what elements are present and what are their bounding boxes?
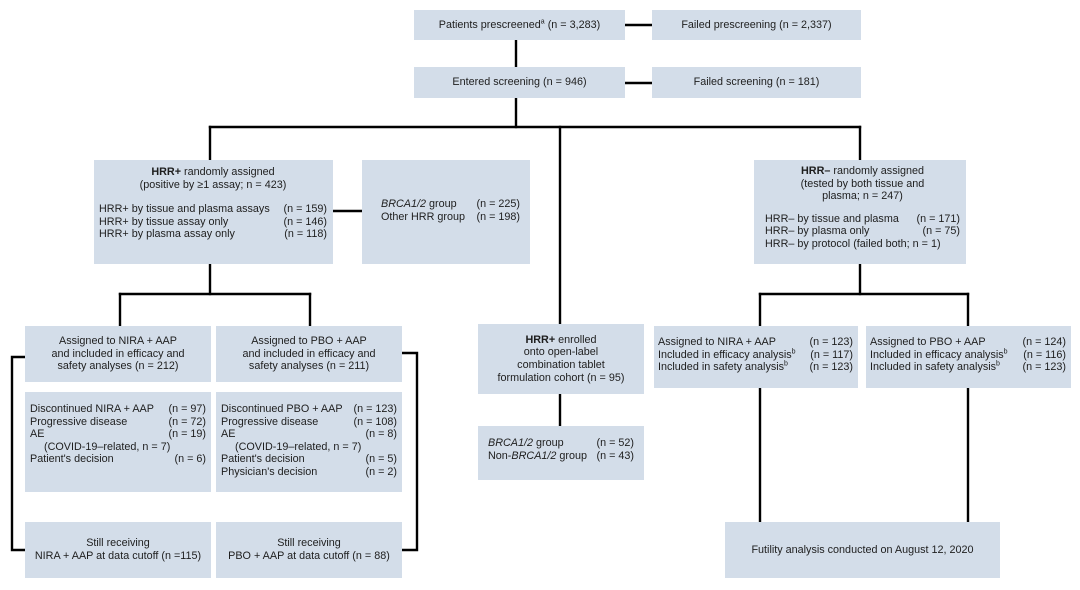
cohort-groups-row: Non-BRCA1/2 group(n = 43) xyxy=(488,449,634,462)
discontinued-pbo-row: (COVID-19–related, n = 7) xyxy=(235,440,362,453)
hrr-positive-row: HRR+ by tissue assay only(n = 146) xyxy=(99,215,327,228)
still-receiving-pbo-line: PBO + AAP at data cutoff (n = 88) xyxy=(228,550,390,562)
cohort-line: formulation cohort (n = 95) xyxy=(497,371,625,384)
cohort-groups-box: BRCA1/2 group(n = 52) Non-BRCA1/2 group(… xyxy=(478,426,644,480)
prescreened-box: Patients prescreeneda (n = 3,283) xyxy=(414,10,625,40)
hrr-negative-line3: plasma; n = 247) xyxy=(822,190,903,203)
hrr-negative-row: HRR– by plasma only(n = 75) xyxy=(765,225,960,238)
pbo-aap-line: and included in efficacy and xyxy=(242,347,376,360)
negative-nira-row: Assigned to NIRA + AAP(n = 123) xyxy=(658,336,853,348)
discontinued-nira-box: Discontinued NIRA + AAP(n = 97) Progress… xyxy=(25,392,211,492)
futility-analysis-box: Futility analysis conducted on August 12… xyxy=(725,522,1000,578)
discontinued-pbo-row: Discontinued PBO + AAP(n = 123) xyxy=(221,403,397,415)
still-receiving-nira-box: Still receiving NIRA + AAP at data cutof… xyxy=(25,522,211,578)
still-receiving-nira-line: NIRA + AAP at data cutoff (n =115) xyxy=(34,550,202,562)
connector-pbo-bracket xyxy=(400,351,419,552)
hrr-positive-box: HRR+ randomly assigned (positive by ≥1 a… xyxy=(94,160,333,264)
still-receiving-pbo-line: Still receiving xyxy=(277,537,341,550)
negative-nira-row: Included in safety analysisb(n = 123) xyxy=(658,360,853,374)
negative-pbo-row: Included in safety analysisb(n = 123) xyxy=(870,360,1066,374)
discontinued-nira-row: (COVID-19–related, n = 7) xyxy=(44,440,171,453)
prescreened-label: Patients prescreened xyxy=(438,18,541,31)
futility-analysis-text: Futility analysis conducted on August 12… xyxy=(751,543,974,556)
negative-pbo-box: Assigned to PBO + AAP(n = 124) Included … xyxy=(866,326,1071,388)
cohort-line: combination tablet xyxy=(517,359,605,371)
cohort-title-rest: enrolled xyxy=(555,333,597,346)
negative-pbo-row: Assigned to PBO + AAP(n = 124) xyxy=(870,336,1066,348)
discontinued-nira-row: AE(n = 19) xyxy=(30,428,206,441)
still-receiving-nira-line: Still receiving xyxy=(86,537,150,550)
discontinued-pbo-row: Physician's decision(n = 2) xyxy=(221,465,397,478)
failed-prescreening-box: Failed prescreening (n = 2,337) xyxy=(652,10,861,40)
discontinued-pbo-row: AE(n = 8) xyxy=(221,428,397,441)
entered-screening-box: Entered screening (n = 946) xyxy=(414,67,625,98)
hrr-positive-subtitle: (positive by ≥1 assay; n = 423) xyxy=(139,178,287,191)
hrr-positive-row: HRR+ by tissue and plasma assays(n = 159… xyxy=(99,203,327,216)
hrr-negative-row: HRR– by protocol (failed both; n = 1) xyxy=(765,237,941,250)
hrr-negative-title-rest: randomly assigned xyxy=(830,165,925,177)
discontinued-pbo-box: Discontinued PBO + AAP(n = 123) Progress… xyxy=(216,392,402,492)
failed-screening-text: Failed screening (n = 181) xyxy=(693,76,820,89)
connector-nira-bracket xyxy=(10,355,27,552)
nira-aap-box: Assigned to NIRA + AAP and included in e… xyxy=(25,326,211,382)
discontinued-nira-row: Progressive disease(n = 72) xyxy=(30,415,206,428)
prescreened-count: (n = 3,283) xyxy=(547,18,601,31)
nira-aap-line: and included in efficacy and xyxy=(51,347,185,360)
failed-screening-box: Failed screening (n = 181) xyxy=(652,67,861,98)
brca-group-row: BRCA1/2 group(n = 225) xyxy=(381,198,520,210)
pbo-aap-line: safety analyses (n = 211) xyxy=(248,360,370,373)
failed-prescreening-text: Failed prescreening (n = 2,337) xyxy=(681,18,832,31)
hrr-negative-row: HRR– by tissue and plasma(n = 171) xyxy=(765,212,960,225)
discontinued-nira-row: Discontinued NIRA + AAP(n = 97) xyxy=(30,403,206,415)
discontinued-nira-row: Patient's decision(n = 6) xyxy=(30,453,206,466)
discontinued-pbo-row: Progressive disease(n = 108) xyxy=(221,415,397,428)
negative-nira-box: Assigned to NIRA + AAP(n = 123) Included… xyxy=(654,326,858,388)
brca-group-row: Other HRR group(n = 198) xyxy=(381,210,520,223)
cohort-box: HRR+ enrolled onto open-label combinatio… xyxy=(478,324,644,394)
discontinued-pbo-row: Patient's decision(n = 5) xyxy=(221,453,397,466)
hrr-negative-line2: (tested by both tissue and xyxy=(800,177,925,190)
hrr-positive-title-bold: HRR+ xyxy=(151,166,182,178)
hrr-negative-box: HRR– randomly assigned (tested by both t… xyxy=(754,160,966,264)
nira-aap-line: Assigned to NIRA + AAP xyxy=(59,335,177,348)
pbo-aap-box: Assigned to PBO + AAP and included in ef… xyxy=(216,326,402,382)
cohort-line: onto open-label xyxy=(523,346,599,359)
negative-pbo-row: Included in efficacy analysisb(n = 116) xyxy=(870,348,1066,361)
hrr-negative-title-bold: HRR– xyxy=(800,165,831,177)
prescreened-footnote: a xyxy=(540,18,545,26)
hrr-positive-title-rest: randomly assigned xyxy=(181,166,275,178)
negative-nira-row: Included in efficacy analysisb(n = 117) xyxy=(658,348,853,361)
hrr-positive-row: HRR+ by plasma assay only(n = 118) xyxy=(99,228,327,241)
nira-aap-line: safety analyses (n = 212) xyxy=(57,360,179,373)
pbo-aap-line: Assigned to PBO + AAP xyxy=(251,335,367,348)
brca-group-box: BRCA1/2 group(n = 225) Other HRR group(n… xyxy=(362,160,530,264)
entered-screening-text: Entered screening (n = 946) xyxy=(452,76,587,89)
still-receiving-pbo-box: Still receiving PBO + AAP at data cutoff… xyxy=(216,522,402,578)
cohort-groups-row: BRCA1/2 group(n = 52) xyxy=(488,437,634,449)
cohort-title-bold: HRR+ xyxy=(525,333,556,346)
